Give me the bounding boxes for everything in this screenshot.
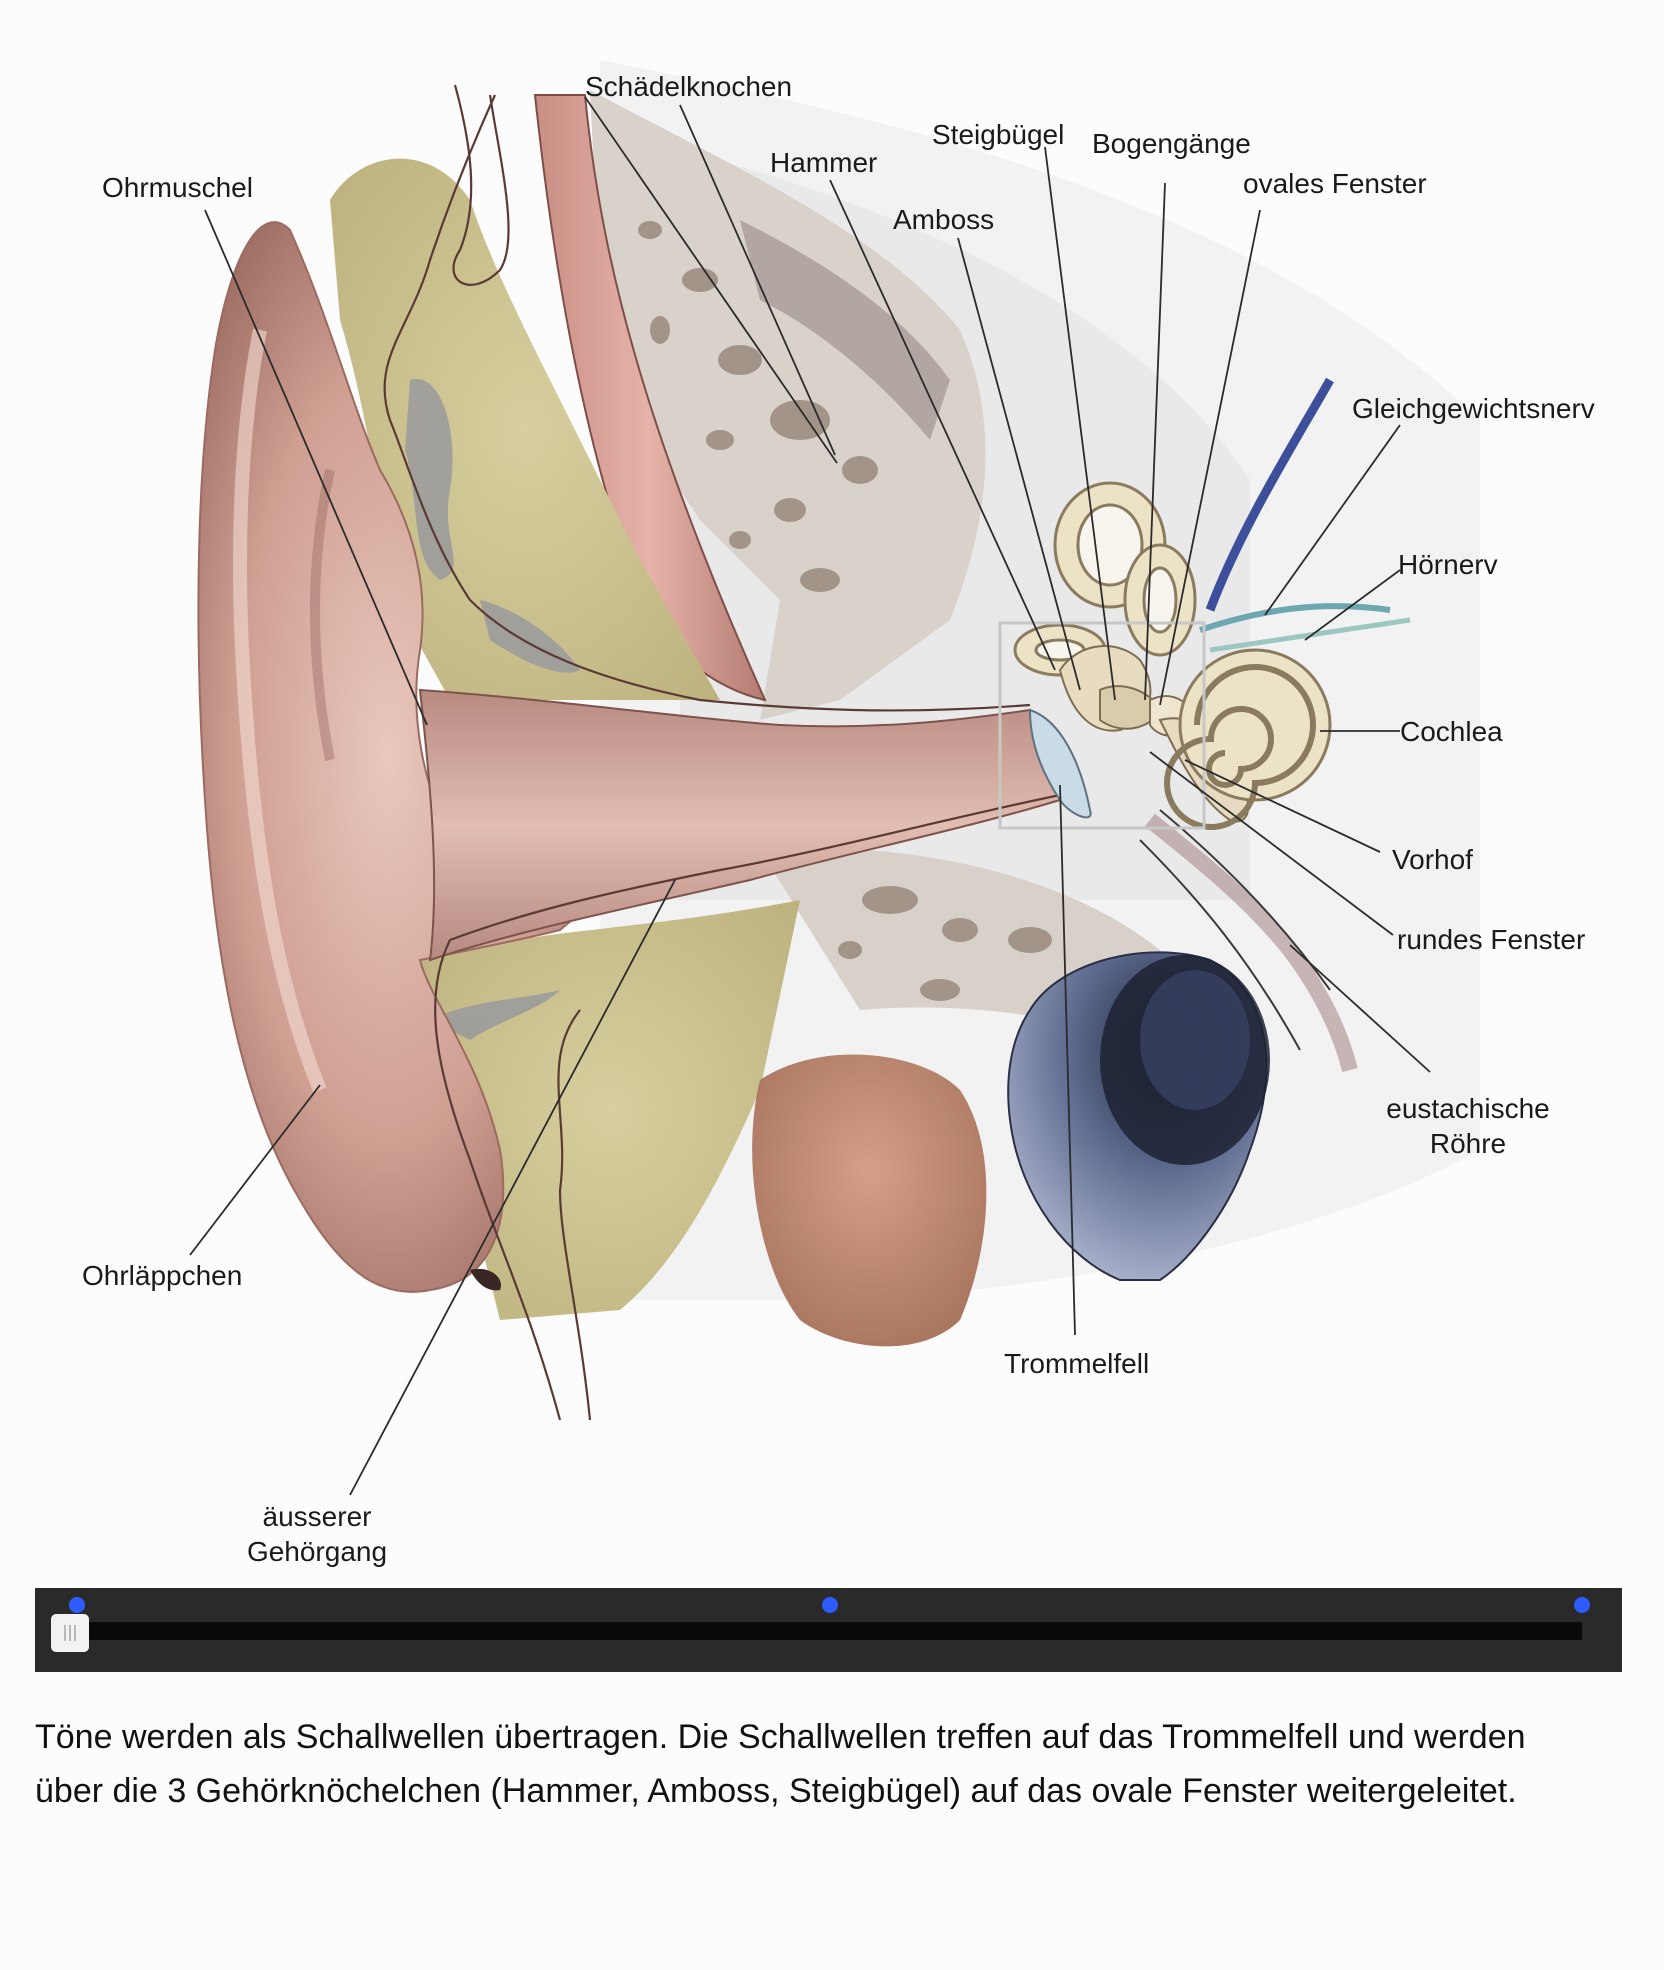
ear-anatomy-diagram: Schädelknochen Ohrmuschel Hammer Steigbü… xyxy=(82,71,1595,1567)
label-hoernerv: Hörnerv xyxy=(1398,549,1498,580)
progress-player xyxy=(35,1588,1622,1672)
label-gleichgewichtsnerv: Gleichgewichtsnerv xyxy=(1352,393,1595,424)
label-trommelfell: Trommelfell xyxy=(1004,1348,1149,1379)
blood-vessel xyxy=(1007,951,1270,1281)
ear-canal xyxy=(418,688,1062,962)
cochlea xyxy=(1164,648,1332,830)
caption-text: Töne werden als Schallwellen übertragen.… xyxy=(35,1718,1526,1810)
tissue-outlines xyxy=(383,84,1061,1421)
nerves xyxy=(1199,377,1411,653)
label-rundes-fenster: rundes Fenster xyxy=(1397,924,1585,955)
progress-track[interactable] xyxy=(77,1622,1582,1640)
ear-illustration: Schädelknochen Ohrmuschel Hammer Steigbü… xyxy=(82,71,1595,1567)
label-eustachische-line1: eustachische xyxy=(1386,1093,1549,1124)
eardrum xyxy=(1028,708,1092,819)
temporal-muscle xyxy=(533,94,767,702)
label-gehoergang-line2: Gehörgang xyxy=(247,1536,387,1567)
progress-marker[interactable] xyxy=(69,1597,85,1613)
label-ovales-fenster: ovales Fenster xyxy=(1243,168,1427,199)
label-cochlea: Cochlea xyxy=(1400,716,1503,747)
label-steigbuegel: Steigbügel xyxy=(932,119,1064,150)
label-ohrlaeppchen: Ohrläppchen xyxy=(82,1260,242,1291)
progress-marker[interactable] xyxy=(1574,1597,1590,1613)
eustachian-tube xyxy=(1145,813,1358,1072)
diagram-labels: Schädelknochen Ohrmuschel Hammer Steigbü… xyxy=(82,71,1595,1567)
soft-tissue xyxy=(752,1054,987,1347)
label-gehoergang-line1: äusserer xyxy=(263,1501,372,1532)
label-bogengaenge: Bogengänge xyxy=(1092,128,1251,159)
label-schaedelknochen: Schädelknochen xyxy=(585,71,792,102)
semicircular-canals xyxy=(1013,481,1197,677)
grip-lines-icon xyxy=(74,1625,76,1641)
label-amboss: Amboss xyxy=(893,204,994,235)
label-vorhof: Vorhof xyxy=(1392,844,1473,875)
pinna xyxy=(197,221,623,1293)
middle-ear-highlight xyxy=(998,621,1206,830)
connective-tissue xyxy=(330,158,800,1320)
grip-lines-icon xyxy=(64,1625,66,1641)
leader-lines xyxy=(189,96,1431,1496)
grip-lines-icon xyxy=(69,1625,71,1641)
label-hammer: Hammer xyxy=(770,147,877,178)
label-eustachische-line2: Röhre xyxy=(1430,1128,1506,1159)
label-ohrmuschel: Ohrmuschel xyxy=(102,172,253,203)
progress-marker[interactable] xyxy=(821,1597,838,1613)
progress-handle[interactable] xyxy=(51,1614,89,1652)
